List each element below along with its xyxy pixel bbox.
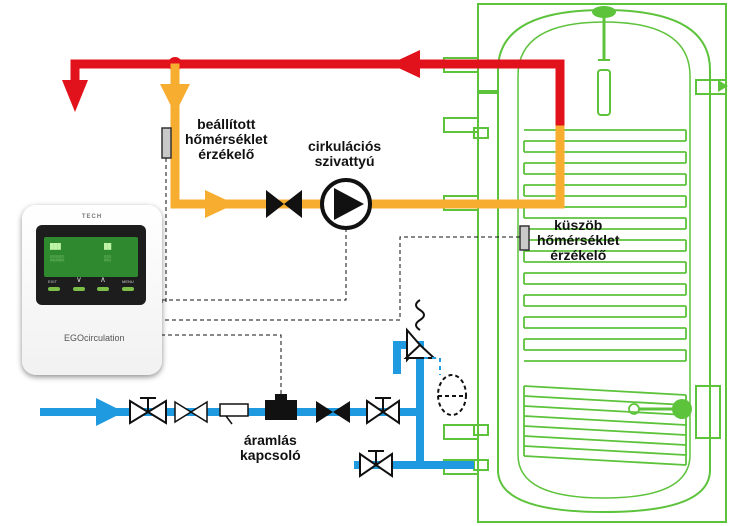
exit-button[interactable] (48, 287, 60, 291)
down-button[interactable] (73, 287, 85, 291)
cold-valve-3 (366, 397, 400, 425)
threshold-temperature-sensor (519, 225, 530, 251)
set-sensor-label: beállított hőmérséklet érzékelő (185, 117, 267, 162)
tank-top-cap (592, 6, 616, 18)
up-button[interactable] (97, 287, 109, 291)
controller-brand: TECH (81, 214, 103, 220)
controller-logo: EGOcirculation (64, 333, 125, 343)
chevron-up-icon: ∧ (100, 275, 106, 284)
circulation-pump (320, 178, 372, 230)
circ-pump-line-1: cirkulációs (308, 138, 382, 154)
drain-valve (359, 450, 393, 478)
circ-flow-arrow-down (160, 84, 190, 114)
threshold-sensor-line-2: hőmérséklet (537, 232, 620, 248)
safety-valve (403, 299, 437, 363)
chevron-down-icon: ∨ (76, 275, 82, 284)
cold-check-valve (174, 400, 208, 424)
cold-valve-1 (129, 397, 167, 425)
tank-side-arrow (718, 80, 728, 92)
circulation-valve (266, 190, 302, 218)
threshold-sensor-line-3: érzékelő (550, 247, 607, 263)
circ-pump-label: cirkulációs szivattyú (308, 139, 381, 169)
hot-flow-arrow (390, 50, 420, 78)
circ-flow-arrow-right (205, 190, 235, 218)
hot-outlet-arrow (62, 80, 88, 112)
cold-inlet-arrow (96, 398, 124, 426)
cold-filter (219, 403, 249, 425)
menu-button[interactable] (122, 287, 134, 291)
tank-coils (523, 129, 687, 466)
controller-unit: TECH ███ ██ ░░░░ ░░ EXIT MENU ∨ ∧ EGOcir… (22, 205, 162, 375)
flow-switch-label: áramlás kapcsoló (240, 433, 301, 463)
set-sensor-line-2: hőmérséklet (185, 131, 268, 147)
flow-switch-line-1: áramlás (243, 432, 297, 448)
circ-pump-line-2: szivattyú (314, 153, 375, 169)
controller-panel: ███ ██ ░░░░ ░░ EXIT MENU ∨ ∧ (36, 225, 146, 305)
controller-display: ███ ██ ░░░░ ░░ (44, 237, 138, 277)
set-temperature-sensor (161, 127, 172, 159)
cold-valve-2 (316, 401, 350, 423)
expansion-vessel (437, 374, 467, 416)
set-sensor-line-1: beállított (197, 116, 256, 132)
flow-switch (265, 394, 297, 420)
threshold-sensor-line-1: küszöb (554, 217, 603, 233)
menu-button-label: MENU (122, 279, 134, 284)
exit-button-label: EXIT (48, 279, 57, 284)
set-sensor-line-3: érzékelő (198, 146, 255, 162)
control-wiring (162, 158, 520, 394)
threshold-sensor-label: küszöb hőmérséklet érzékelő (537, 218, 619, 263)
flow-switch-line-2: kapcsoló (240, 447, 301, 463)
